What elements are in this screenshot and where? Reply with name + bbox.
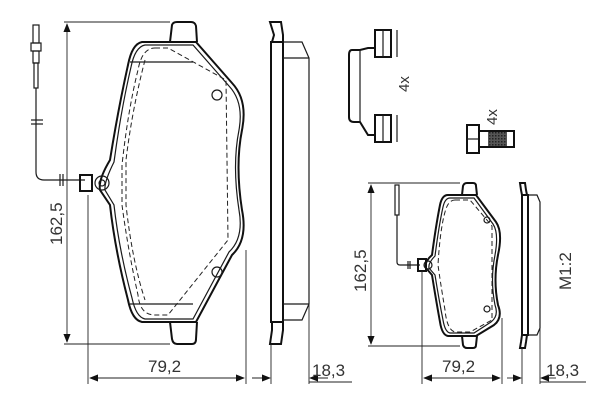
guide-bolt: 4x: [466, 109, 515, 154]
retaining-clip: 4x: [348, 29, 413, 143]
small-pad-thickness-dimension: 18,3: [507, 328, 586, 384]
large-pad-width-dimension: 79,2: [87, 195, 247, 384]
large-pad-sensor-wire: [30, 24, 93, 192]
small-pad-side-view: [518, 182, 541, 349]
large-pad-width-label: 79,2: [148, 357, 181, 376]
large-pad-thickness-label: 18,3: [312, 361, 345, 380]
small-pad-thickness-label: 18,3: [546, 361, 579, 380]
large-pad-height-dimension: 162,5: [47, 21, 170, 345]
small-pad-front-view: [423, 182, 502, 349]
small-pad-sensor-wire: [394, 184, 427, 272]
large-pad-height-label: 162,5: [47, 202, 66, 245]
small-pad-height-dimension: 162,5: [351, 182, 460, 347]
bolt-quantity-label: 4x: [484, 109, 501, 125]
large-pad-side-view: [268, 21, 310, 345]
large-pad-thickness-dimension: 18,3: [252, 304, 352, 384]
scale-label: M1:2: [556, 252, 575, 290]
large-pad-front-view: [94, 21, 245, 345]
small-pad-height-label: 162,5: [351, 249, 370, 292]
clip-quantity-label: 4x: [396, 76, 413, 92]
small-pad-width-dimension: 79,2: [421, 271, 503, 384]
small-pad-width-label: 79,2: [442, 357, 475, 376]
